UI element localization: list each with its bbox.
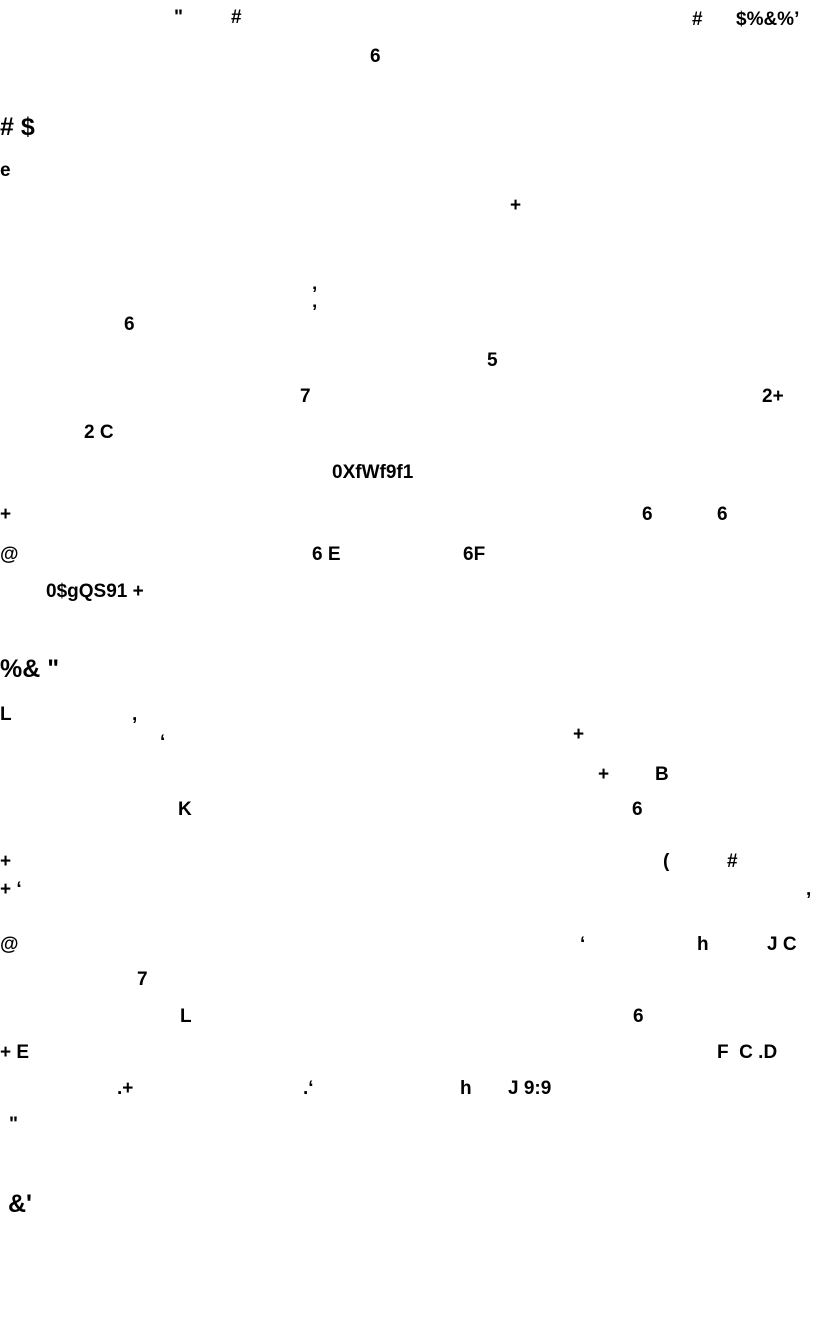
section2-text: " [9,1114,19,1135]
section1-text: 6 E [312,544,341,565]
section2-text: L [0,704,12,725]
section3-heading: &' [8,1190,32,1218]
section2-text: .‘ [303,1078,314,1099]
section2-text: + [598,764,610,785]
section2-text: K [178,799,192,820]
section1-text: 2+ [762,386,784,407]
section1-text: 2 C [84,422,114,443]
header-hash-left: # [231,7,242,28]
section2-text: , [132,704,138,725]
header-hash-right: # [692,9,703,30]
section2-text: + E [0,1042,30,1063]
section2-text: 6 [633,1006,644,1027]
section1-text: 6 [124,314,135,335]
section2-text: ‘ [580,934,586,955]
section1-text: ’ [312,302,318,323]
section2-text: + [0,851,12,872]
section2-text: .+ [117,1078,134,1099]
header-code-right: $%&%’ [736,9,800,30]
section2-text: 7 [137,969,148,990]
section1-text: ’ [312,284,318,305]
section1-text: 6 [717,504,728,525]
section2-text: + [573,724,585,745]
section2-heading: %& " [0,655,60,683]
section1-text: @ [0,544,19,565]
section2-text: h [697,934,709,955]
header-quote-mark: " [174,7,184,28]
section2-text: L [180,1006,192,1027]
section2-text: 6 [632,799,643,820]
section1-text: 5 [487,350,498,371]
section2-text: ‘ [160,732,166,753]
section2-text: , [806,879,812,900]
section2-text: F C .D [717,1042,778,1063]
section2-text: + ‘ [0,879,22,900]
section1-text: 6F [463,544,486,565]
section2-text: ( [663,851,670,872]
page-number: 6 [370,46,381,67]
section2-text: B [655,764,669,785]
section1-text: e [0,160,11,181]
section1-heading: # $ [0,113,35,141]
section2-text: @ [0,934,19,955]
section1-text: 0$gQS91 + [46,581,144,602]
section2-text: J C [767,934,797,955]
section1-text: 7 [300,386,311,407]
section2-text: # [727,851,738,872]
section1-text: + [510,195,522,216]
section1-text: + [0,504,12,525]
section2-text: h [460,1078,472,1099]
section1-text: 0XfWf9f1 [332,462,414,483]
section2-text: J 9:9 [508,1078,552,1099]
section1-text: 6 [642,504,653,525]
